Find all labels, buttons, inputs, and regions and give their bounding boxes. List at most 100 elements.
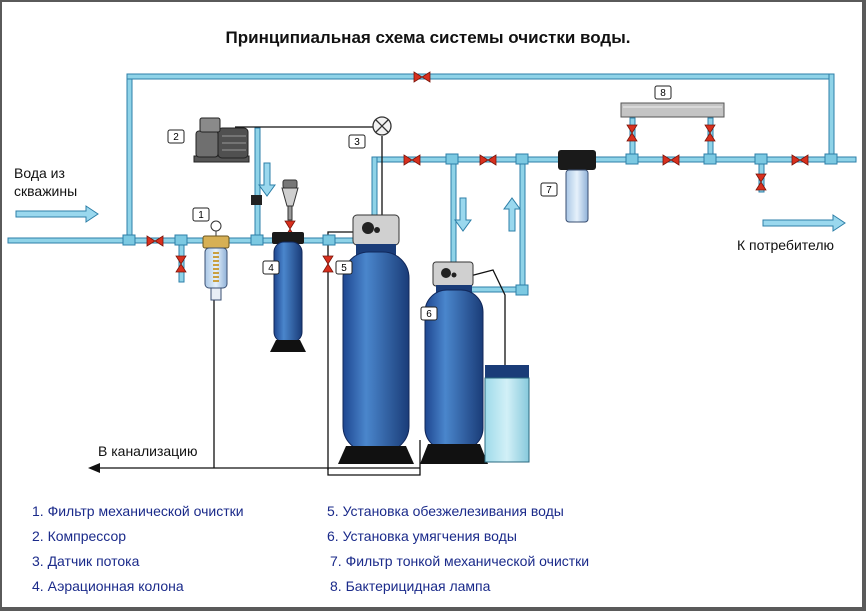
controller-dial-icon xyxy=(441,268,451,278)
softener-tank-base xyxy=(420,444,488,464)
marker-box xyxy=(420,306,438,321)
drain-line-softener xyxy=(327,440,421,476)
brine-tank-lid xyxy=(485,365,529,379)
marker-label: 6 xyxy=(426,309,432,320)
joint xyxy=(174,234,188,246)
marker-3: 3 xyxy=(348,134,366,149)
marker-7: 7 xyxy=(540,182,558,197)
joint xyxy=(703,153,717,165)
marker-2: 2 xyxy=(167,129,185,144)
legend-item-7: 7. Фильтр тонкой механической очистки xyxy=(330,553,590,569)
valve-icon xyxy=(662,154,680,166)
brine-line xyxy=(469,269,506,365)
fine-filter-7 xyxy=(558,150,596,223)
marker-8: 8 xyxy=(654,85,672,100)
legend-item-6: 6. Установка умягчения воды xyxy=(327,528,517,544)
controller-dial-icon xyxy=(362,222,374,234)
marker-label: 4 xyxy=(268,263,274,274)
marker-box xyxy=(654,85,672,100)
iron-removal-5 xyxy=(338,214,414,464)
softener-6 xyxy=(420,261,530,464)
marker-6: 6 xyxy=(420,306,438,321)
legend-item-4: 4. Аэрационная колона xyxy=(32,578,184,594)
inlet-flow-arrow xyxy=(15,205,99,223)
softener-up-arrow xyxy=(503,197,521,232)
diagram-title: Принципиальная схема системы очистки вод… xyxy=(225,28,631,47)
legend-item-8: 8. Бактерицидная лампа xyxy=(330,578,491,594)
joint xyxy=(322,234,336,246)
joint xyxy=(445,153,459,165)
marker-box xyxy=(192,207,210,222)
air-down-arrow xyxy=(258,162,276,197)
consumer-label: К потребителю xyxy=(737,237,835,253)
flow-sensor-cross xyxy=(375,119,389,133)
drain-lines xyxy=(95,126,506,476)
valve-icon xyxy=(704,124,716,142)
controller-dial-icon xyxy=(451,272,457,278)
valve-icon xyxy=(791,154,809,166)
marker-1: 1 xyxy=(192,207,210,222)
marker-box xyxy=(348,134,366,149)
legend-item-1: 1. Фильтр механической очистки xyxy=(32,503,244,519)
valves xyxy=(146,71,809,273)
valve-icon xyxy=(626,124,638,142)
iron-tank-base xyxy=(338,446,414,464)
flow-sensor-3 xyxy=(372,116,392,136)
controller-dial-icon xyxy=(374,227,380,233)
joint xyxy=(250,234,264,246)
joint xyxy=(122,234,136,246)
number-markers: 1 2 3 4 5 6 7 8 xyxy=(167,85,672,321)
marker-label: 2 xyxy=(173,132,179,143)
marker-label: 5 xyxy=(341,263,347,274)
filter7-bowl xyxy=(565,169,589,223)
injector-body xyxy=(281,187,299,207)
column-base xyxy=(270,340,306,352)
valve-icon xyxy=(403,154,421,166)
legend-item-3: 3. Датчик потока xyxy=(32,553,140,569)
valve-icon xyxy=(146,235,164,247)
valve-icon xyxy=(413,71,431,83)
valve-icon xyxy=(322,255,334,273)
marker-box xyxy=(540,182,558,197)
injector-stem xyxy=(287,205,293,221)
marker-box xyxy=(167,129,185,144)
outlet-flow-arrow xyxy=(762,214,846,232)
air-injector xyxy=(281,179,299,221)
legend-item-2: 2. Компрессор xyxy=(32,528,127,544)
brine-tank xyxy=(484,377,530,463)
mechanical-filter-1 xyxy=(202,220,230,301)
drain-label: В канализацию xyxy=(98,443,198,459)
aeration-column-4 xyxy=(270,232,306,352)
marker-box xyxy=(335,260,353,275)
drain-line-iron xyxy=(327,231,355,470)
joint xyxy=(515,284,529,296)
pipe-joints xyxy=(122,153,838,296)
source-label-line1: Вода из xyxy=(14,165,65,181)
joint xyxy=(824,153,838,165)
marker-label: 1 xyxy=(198,210,204,221)
marker-5: 5 xyxy=(335,260,353,275)
marker-box xyxy=(262,260,280,275)
check-valve xyxy=(251,195,262,205)
joint xyxy=(515,153,529,165)
filter7-head xyxy=(558,150,596,170)
joint xyxy=(625,153,639,165)
filter1-drain-valve xyxy=(210,287,222,301)
column-cap xyxy=(272,232,304,244)
legend-item-5: 5. Установка обезжелезивания воды xyxy=(327,503,564,519)
flow-arrows xyxy=(15,162,846,232)
drain-arrowhead xyxy=(88,463,100,473)
joint xyxy=(754,153,768,165)
softener-down-arrow xyxy=(454,197,472,232)
valve-icon xyxy=(755,173,767,191)
marker-4: 4 xyxy=(262,260,280,275)
uv-lamp-8 xyxy=(620,102,725,118)
valve-icon xyxy=(479,154,497,166)
compressor-2 xyxy=(193,117,250,163)
valve-icon xyxy=(175,255,187,273)
marker-label: 3 xyxy=(354,137,360,148)
marker-label: 7 xyxy=(546,185,552,196)
